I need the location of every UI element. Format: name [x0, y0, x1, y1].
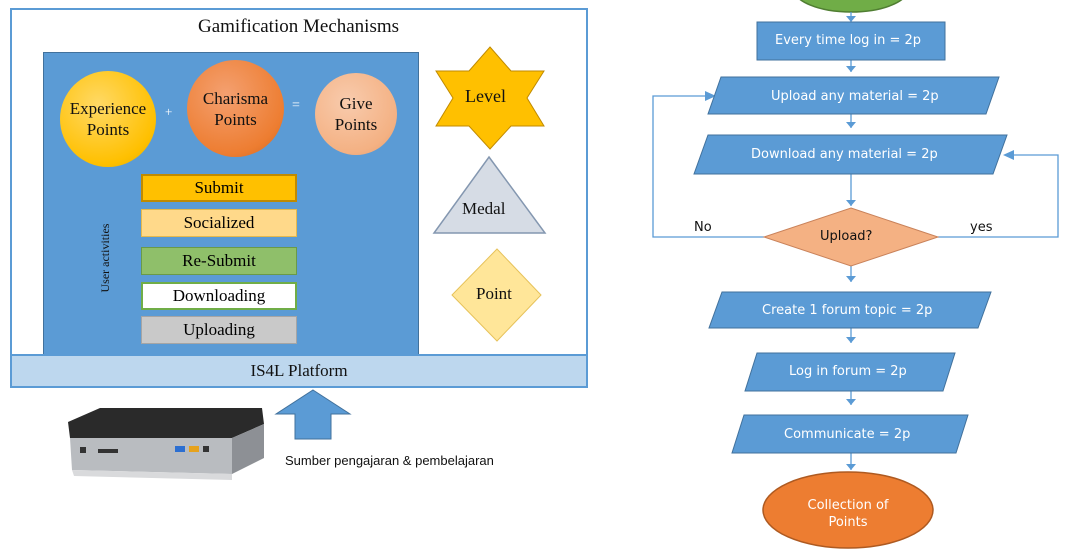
charisma-points-circle: Charisma Points [187, 60, 284, 157]
activity-uploading: Uploading [141, 316, 297, 344]
equals-sign: = [292, 98, 300, 113]
flow-arrowheads [705, 16, 1014, 470]
step1-box [756, 21, 946, 61]
end-label: Collection of Points [790, 496, 906, 532]
activity-submit-label: Submit [194, 178, 244, 197]
activity-resubmit: Re-Submit [141, 247, 297, 275]
activity-resubmit-label: Re-Submit [182, 251, 256, 270]
gamification-title: Gamification Mechanisms [198, 16, 400, 37]
yes-branch-label: yes [970, 220, 993, 235]
step3-parallelogram [693, 134, 1008, 175]
give-points-circle: Give Points [315, 73, 397, 155]
end-label-text: Collection of Points [807, 498, 889, 530]
step4-parallelogram [708, 291, 992, 329]
badge-point-label: Point [476, 284, 512, 303]
plus-sign: + [165, 104, 173, 119]
activity-uploading-label: Uploading [183, 320, 255, 339]
mini-pc-icon [68, 408, 264, 480]
badge-medal-label: Medal [462, 199, 506, 218]
step4-label: Create 1 forum topic = 2p [762, 303, 933, 318]
medal-triangle-shape [432, 155, 547, 234]
activity-socialized-label: Socialized [183, 213, 255, 232]
up-arrow-icon [274, 389, 352, 440]
source-caption: Sumber pengajaran & pembelajaran [285, 453, 494, 468]
step3-label: Download any material = 2p [751, 147, 938, 162]
activity-submit: Submit [141, 174, 297, 202]
step6-label: Communicate = 2p [784, 427, 911, 442]
activity-socialized: Socialized [141, 209, 297, 237]
point-diamond-shape [451, 248, 542, 342]
decision-label: Upload? [820, 229, 873, 244]
platform-bar: IS4L Platform [10, 354, 588, 388]
step6-parallelogram [731, 414, 969, 454]
no-branch-label: No [694, 220, 712, 235]
end-oval [762, 471, 934, 549]
step5-parallelogram [744, 352, 956, 392]
activity-downloading-label: Downloading [172, 286, 266, 305]
experience-points-circle: Experience Points [60, 71, 156, 167]
give-points-label: Give Points [334, 94, 378, 134]
step2-parallelogram [707, 76, 1000, 115]
platform-label: IS4L Platform [250, 361, 348, 380]
badge-level-label: Level [465, 86, 506, 106]
charisma-points-label: Charisma Points [202, 88, 269, 129]
step5-label: Log in forum = 2p [789, 364, 907, 379]
decision-diamond [762, 207, 940, 267]
activity-downloading: Downloading [141, 282, 297, 310]
experience-points-label: Experience Points [69, 99, 147, 139]
level-star-shape [435, 46, 545, 150]
start-oval [799, 0, 903, 13]
step2-label: Upload any material = 2p [771, 89, 939, 104]
step1-label: Every time log in = 2p [775, 33, 922, 48]
